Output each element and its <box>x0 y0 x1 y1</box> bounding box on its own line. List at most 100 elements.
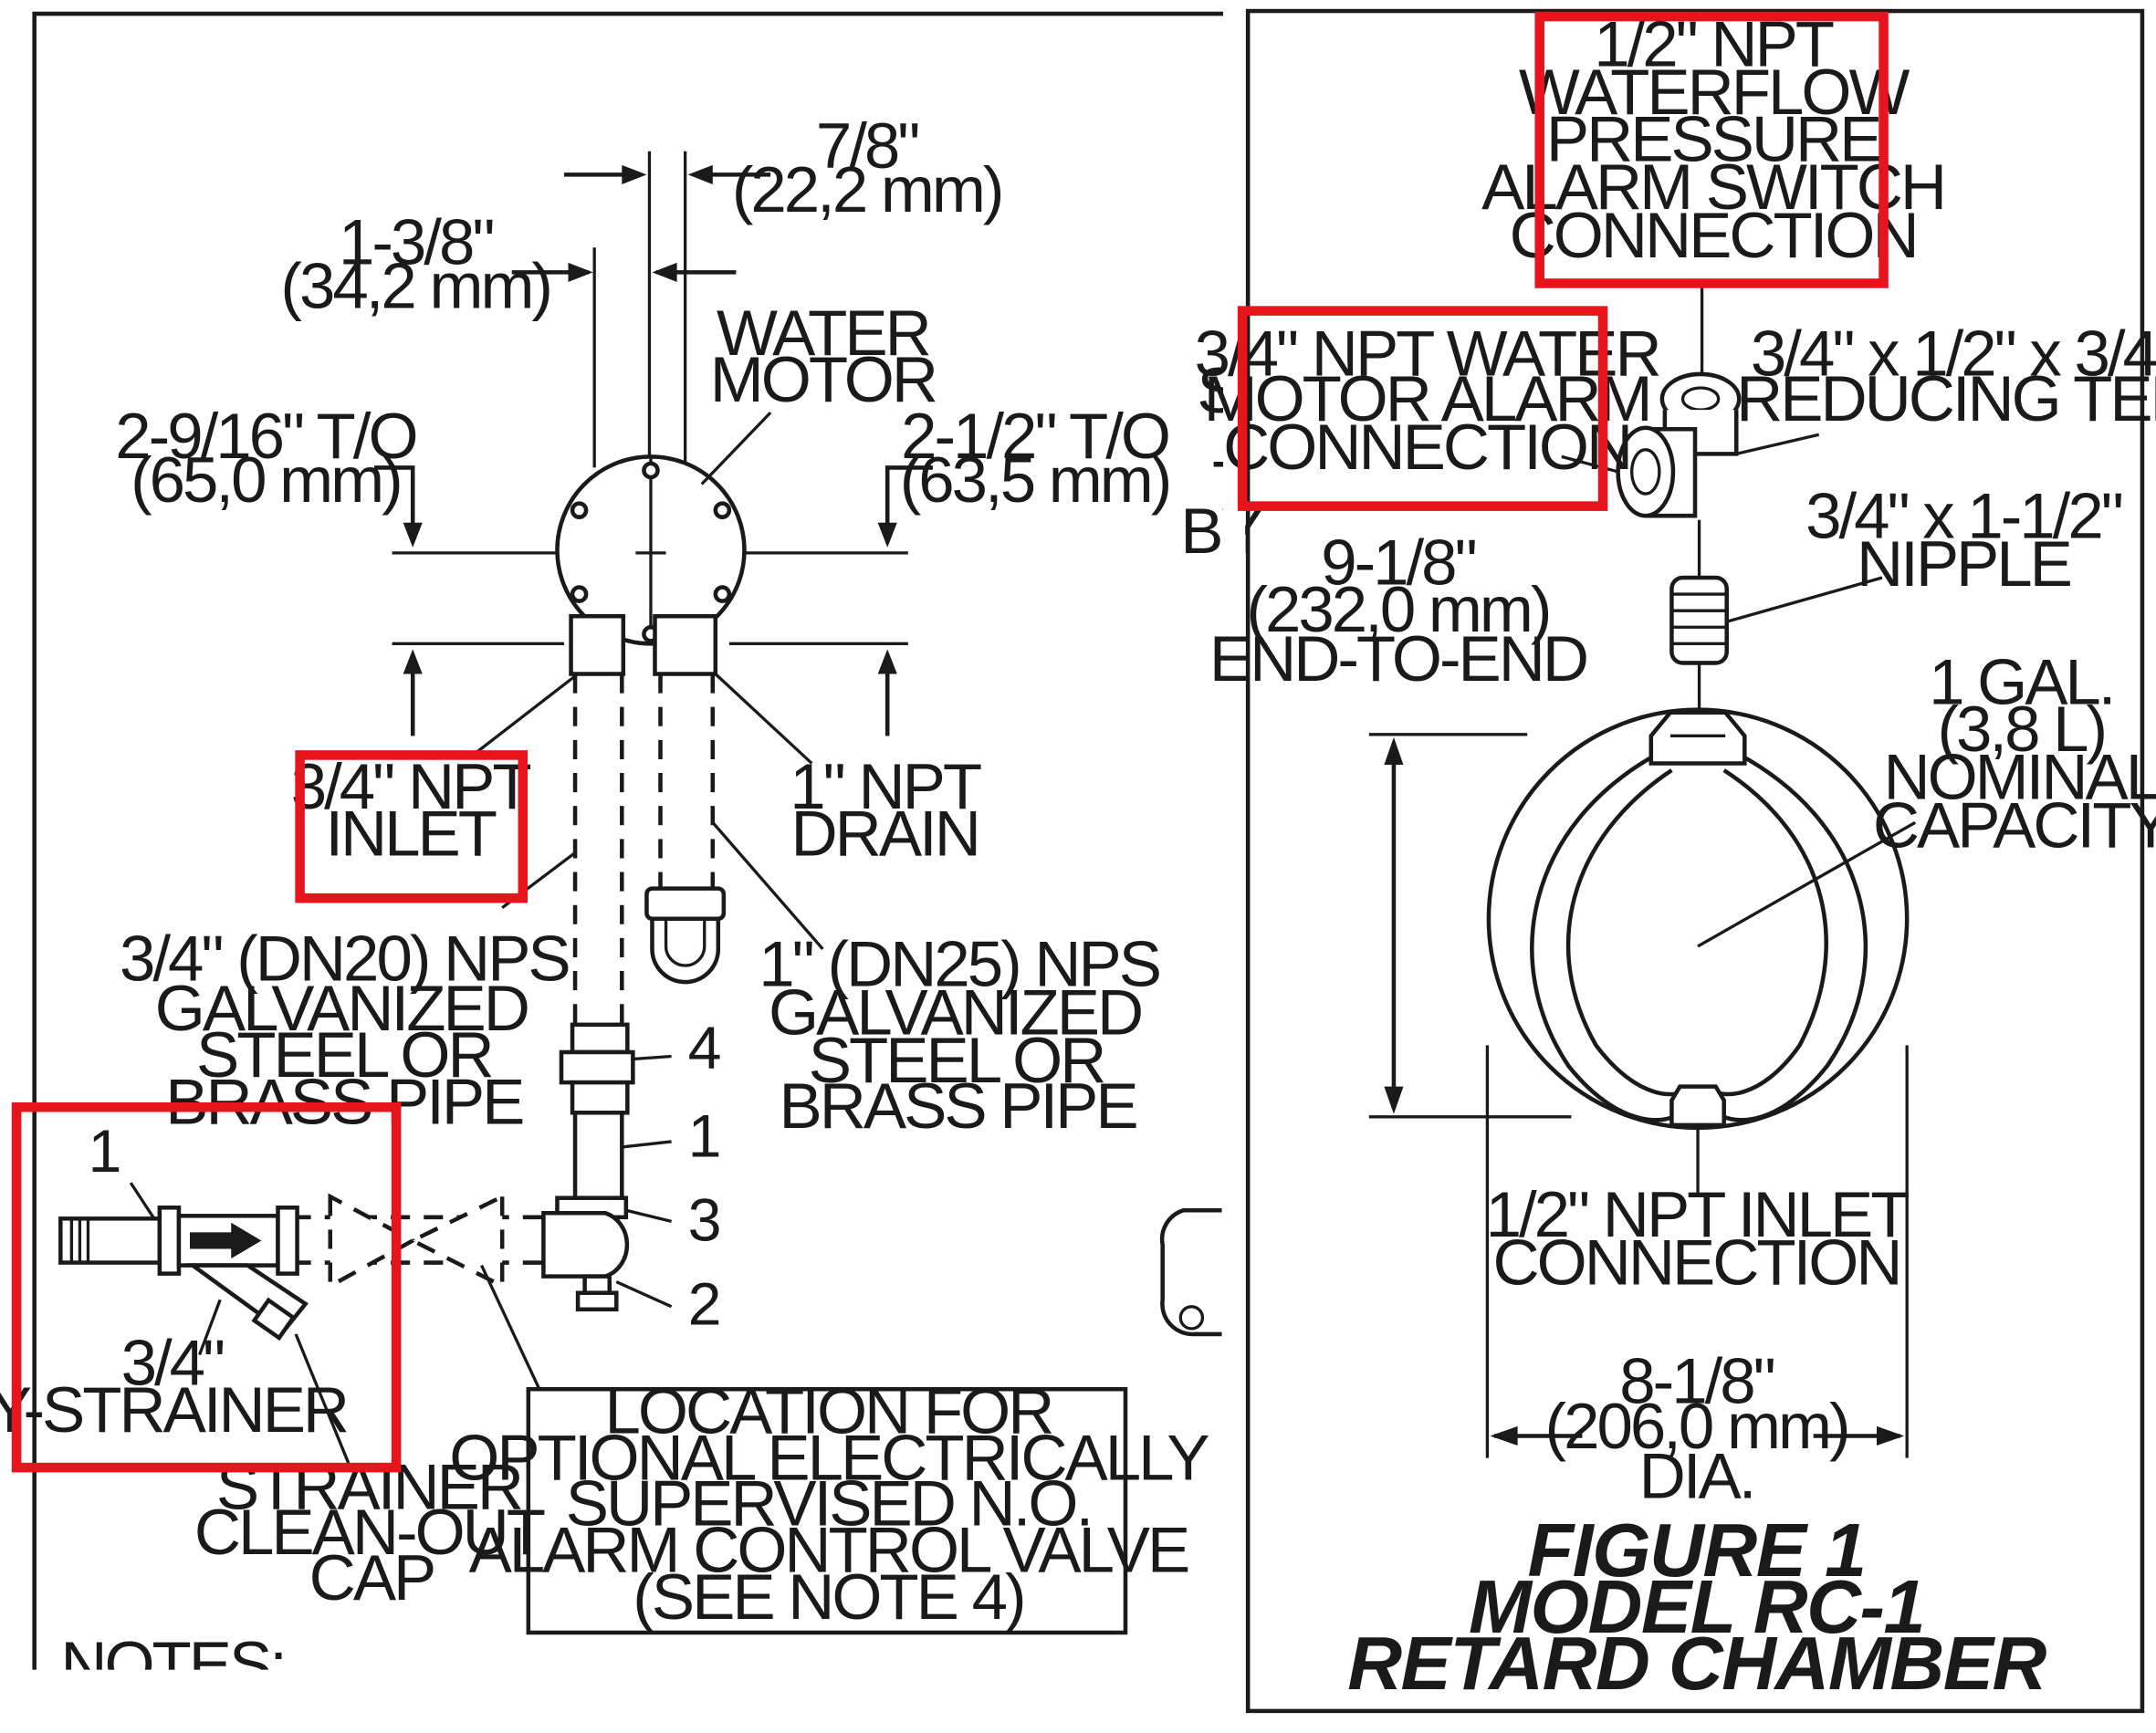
tee <box>541 1211 630 1279</box>
water-motor-label-1: WATER <box>717 298 929 370</box>
inlet-label-1: 3/4" NPT <box>291 751 531 823</box>
capacity-label-3: NOMINAL <box>1883 742 2156 814</box>
strainer-body-end <box>157 1206 182 1276</box>
diameter-label-2: (206,0 mm) <box>1545 1391 1848 1463</box>
reducing-tee-label-1: 3/4" x 1/2" x 3/4" <box>1751 318 2156 390</box>
valve-box-line-4: ALARM CONTROL VALVE <box>469 1515 1188 1587</box>
left-panel-border <box>32 11 1225 1672</box>
svg-text:3/4" x 1-1/2": 3/4" x 1-1/2" <box>1805 480 2122 552</box>
nipple <box>1669 575 1729 665</box>
svg-text:8-1/8": 8-1/8" <box>1619 1345 1774 1417</box>
drain-label-2: DRAIN <box>791 798 979 870</box>
svg-text:FIGURE 1: FIGURE 1 <box>1527 1508 1865 1592</box>
svg-text:(34,2 mm): (34,2 mm) <box>280 251 550 323</box>
length-label-3: END-TO-END <box>1209 623 1586 695</box>
svg-text:9-1/8": 9-1/8" <box>1321 527 1475 600</box>
waterflow-label-2: WATERFLOW <box>1519 57 1910 129</box>
figure-caption-2: MODEL RC-1 <box>1469 1564 1924 1649</box>
svg-text:(3,8 L): (3,8 L) <box>1937 694 2105 766</box>
figure-caption-1: FIGURE 1 <box>1527 1508 1865 1592</box>
svg-text:3/4" NPT: 3/4" NPT <box>291 751 531 823</box>
capacity-leader <box>1697 820 1917 948</box>
chamber-bottom-fitting <box>1669 1084 1726 1128</box>
highlight-waterflow-switch <box>1534 11 1889 288</box>
svg-text:1" NPT: 1" NPT <box>790 751 981 823</box>
svg-text:PRESSURE: PRESSURE <box>1546 103 1880 175</box>
svg-text:DIA.: DIA. <box>1639 1440 1754 1512</box>
svg-text:CLEAN-OUT: CLEAN-OUT <box>194 1497 545 1569</box>
pipe-34-label-2: GALVANIZED <box>155 973 528 1045</box>
callout-4: 4 <box>688 1015 722 1082</box>
pipe-34-label-3: STEEL OR <box>196 1019 492 1091</box>
motor-bolt <box>570 585 589 603</box>
svg-text:(22,2 mm): (22,2 mm) <box>732 154 1002 226</box>
dim-2-1-2-label: 2-1/2" T/O <box>901 401 1168 473</box>
cap-label-2: CLEAN-OUT <box>194 1497 545 1569</box>
inlet-label-2: INLET <box>325 798 496 870</box>
dim-7-8-mm: (22,2 mm) <box>732 154 1002 226</box>
clean-out-cap <box>251 1297 297 1342</box>
left-panel: 7/8" (22,2 mm) 1-3/8" (34,2 mm) WATER MO… <box>0 11 1266 1701</box>
strainer-label-1: 3/4" <box>121 1328 224 1400</box>
svg-text:CAPACITY: CAPACITY <box>1873 789 2156 861</box>
svg-text:3/4" (DN20) NPS: 3/4" (DN20) NPS <box>120 924 569 996</box>
svg-text:3/4" NPT WATER: 3/4" NPT WATER <box>1195 318 1659 390</box>
valve-box-line-2: OPTIONAL ELECTRICALLY <box>449 1423 1209 1495</box>
highlight-y-strainer <box>11 1101 402 1473</box>
svg-text:2-1/2" T/O: 2-1/2" T/O <box>901 401 1168 473</box>
callout-1: 1 <box>688 1103 722 1171</box>
valve-location-box <box>526 1386 1128 1635</box>
union-nut <box>559 1049 635 1085</box>
flow-arrow-icon <box>190 1222 262 1259</box>
optional-valve <box>328 1193 417 1290</box>
right-panel-border <box>1245 8 2145 1714</box>
svg-text:CONNECTION: CONNECTION <box>1493 1227 1900 1300</box>
inlet-stub <box>569 613 626 676</box>
capacity-label-4: CAPACITY <box>1873 789 2156 861</box>
svg-text:BRASS PIPE: BRASS PIPE <box>780 1070 1137 1143</box>
figure-caption-3: RETARD CHAMBER <box>1347 1621 2046 1706</box>
nipple-label-1: 3/4" x 1-1/2" <box>1805 480 2122 552</box>
svg-text:RETARD CHAMBER: RETARD CHAMBER <box>1347 1621 2046 1706</box>
pipe-1-label-4: BRASS PIPE <box>780 1070 1137 1143</box>
dim-2-1-2-mm: (63,5 mm) <box>900 444 1170 517</box>
pipe-34-label-4: BRASS PIPE <box>165 1066 523 1138</box>
dim-7-8-label: 7/8" <box>816 110 918 183</box>
svg-text:1 GAL.: 1 GAL. <box>1929 647 2113 719</box>
waterflow-label-4: ALARM SWITCH <box>1481 151 1944 224</box>
svg-text:Y-STRAINER: Y-STRAINER <box>0 1374 347 1446</box>
svg-text:DRAIN: DRAIN <box>791 798 979 870</box>
dim-2-9-16-label: 2-9/16" T/O <box>115 401 415 473</box>
drain-plug <box>582 1274 612 1295</box>
diameter-label-3: DIA. <box>1639 1440 1754 1512</box>
diameter-label-1: 8-1/8" <box>1619 1345 1774 1417</box>
svg-text:WATERFLOW: WATERFLOW <box>1519 57 1910 129</box>
svg-text:(206,0 mm): (206,0 mm) <box>1545 1391 1848 1463</box>
svg-text:ALARM CONTROL VALVE: ALARM CONTROL VALVE <box>469 1515 1188 1587</box>
drain-elbow <box>650 918 721 985</box>
capacity-label-1: 1 GAL. <box>1929 647 2113 719</box>
valve-box-line-5: (SEE NOTE 4) <box>633 1561 1023 1634</box>
pipe-1-label-1: 1" (DN25) NPS <box>759 929 1159 1001</box>
water-motor-conn-label-3: CONNECTION <box>1223 412 1630 484</box>
svg-text:REDUCING TEE: REDUCING TEE <box>1736 363 2156 435</box>
svg-text:(65,0 mm): (65,0 mm) <box>131 444 401 517</box>
svg-text:CONNECTION: CONNECTION <box>1510 200 1917 272</box>
svg-text:MOTOR: MOTOR <box>710 344 936 416</box>
svg-text:BRASS PIPE: BRASS PIPE <box>165 1066 523 1138</box>
svg-text:CAP: CAP <box>309 1542 434 1614</box>
svg-text:(SEE NOTE 4): (SEE NOTE 4) <box>633 1561 1023 1634</box>
nipple <box>572 1111 624 1200</box>
svg-text:(232,0 mm): (232,0 mm) <box>1246 574 1549 646</box>
chamber-weld-left <box>1565 768 1691 1097</box>
motor-bolt <box>642 461 660 480</box>
highlight-water-motor-connection <box>1237 306 1608 511</box>
union-top <box>570 1022 630 1055</box>
dim-2-9-16-mm: (65,0 mm) <box>131 444 401 517</box>
highlight-inlet <box>295 750 529 903</box>
length-label-2: (232,0 mm) <box>1246 574 1549 646</box>
waterflow-label-3: PRESSURE <box>1546 103 1880 175</box>
pipe-1-label-2: GALVANIZED <box>769 976 1141 1049</box>
inlet-conn-label-2: CONNECTION <box>1493 1227 1900 1300</box>
callout-2: 2 <box>688 1270 722 1338</box>
